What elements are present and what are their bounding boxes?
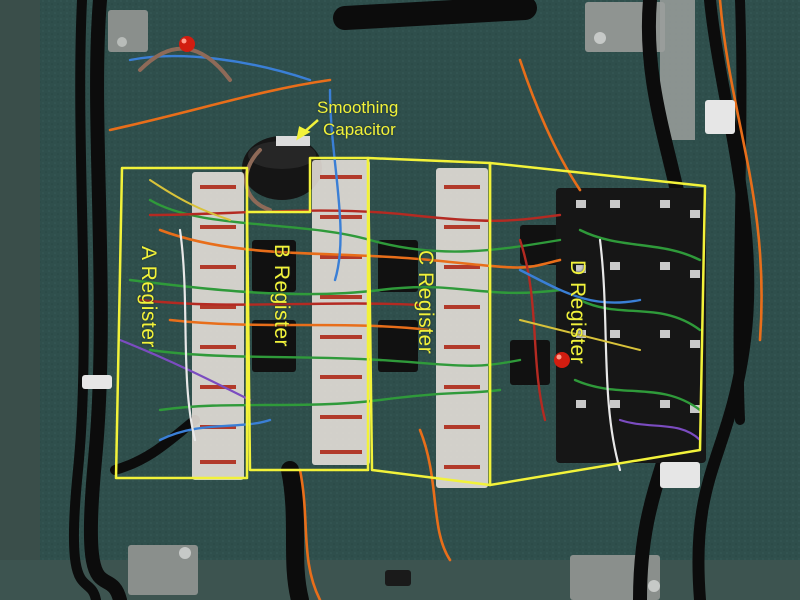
register-a-outline xyxy=(114,166,249,480)
cable-ties xyxy=(82,100,735,586)
smoothing-capacitor xyxy=(242,136,322,200)
panel-edge-left xyxy=(0,0,40,600)
hinge-bottom-left xyxy=(128,545,198,595)
black-cable-bundle xyxy=(68,0,755,600)
relay-contacts xyxy=(576,200,700,413)
led-red-mid xyxy=(554,352,570,368)
led-red-top xyxy=(179,36,195,52)
annotation-outlines xyxy=(114,156,707,487)
terminal-strips xyxy=(192,160,488,488)
register-c-label: C Register xyxy=(414,250,437,355)
register-d-label: D Register xyxy=(566,260,589,365)
register-b-label: B Register xyxy=(270,244,293,348)
capacitor-label-line2: Capacitor xyxy=(323,120,396,139)
register-a-label: A Register xyxy=(137,246,160,348)
hinge-top-left xyxy=(108,10,148,52)
register-d-outline xyxy=(488,161,707,487)
capacitor-pointer-arrow xyxy=(296,119,319,141)
capacitor-label-line1: Smoothing xyxy=(317,98,399,117)
